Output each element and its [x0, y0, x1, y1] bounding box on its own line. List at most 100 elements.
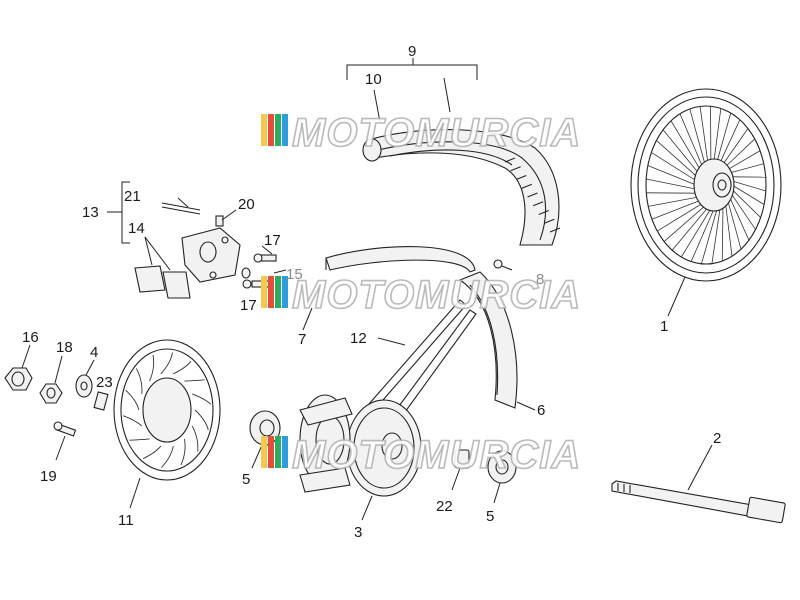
callout-16: 16: [22, 329, 39, 346]
spoke: [731, 180, 766, 192]
spoke: [663, 205, 706, 242]
spoke: [730, 192, 756, 230]
spoke: [725, 138, 756, 167]
wm-stripe: [275, 114, 281, 146]
disc-slot: [125, 389, 140, 411]
axle-nut-16: [4, 367, 33, 391]
cover-rib: [549, 227, 561, 233]
callout-18: 18: [56, 339, 73, 356]
callout-17-top: 17: [264, 232, 281, 249]
watermark-bottom: MOTOMURCIA: [261, 432, 581, 478]
callout-1: 1: [660, 318, 668, 335]
callout-17-bottom: 17: [240, 297, 257, 314]
spoke: [725, 203, 733, 257]
disc-slot: [129, 438, 150, 441]
disc-slot: [191, 425, 199, 452]
callout-9: 9: [408, 43, 416, 60]
spoke: [679, 113, 703, 167]
callout-11: 11: [118, 512, 134, 529]
disc-slot: [123, 415, 143, 427]
watermark-middle: MOTOMURCIA: [261, 272, 581, 318]
svg-text:MOTOMURCIA: MOTOMURCIA: [292, 273, 581, 317]
disc-slot: [135, 368, 143, 394]
spoke: [729, 196, 750, 241]
washer-15: [241, 267, 251, 279]
callout-4: 4: [90, 344, 98, 361]
wm-stripe: [282, 114, 288, 146]
pad-pin-21: [161, 202, 201, 215]
callout-2: 2: [713, 430, 721, 447]
cover-rib: [538, 210, 549, 215]
brake-pads: [134, 265, 191, 299]
disc-slot: [194, 409, 209, 431]
spoke: [689, 108, 706, 165]
svg-text:MOTOMURCIA: MOTOMURCIA: [292, 111, 581, 155]
disc-slot: [184, 379, 205, 382]
callout-19: 19: [40, 468, 57, 485]
bearing-right: [487, 450, 517, 484]
spoke: [711, 207, 721, 264]
spoke: [690, 208, 715, 262]
wheel-hub: [299, 394, 353, 493]
disc-slot: [161, 445, 174, 468]
disc-slot: [149, 354, 155, 382]
callout-8: 8: [536, 271, 544, 288]
callout-3: 3: [354, 524, 362, 541]
spoke: [651, 152, 697, 182]
spoke: [719, 119, 741, 163]
spoke: [721, 205, 724, 262]
callout-12: 12: [350, 330, 367, 347]
disc-slot: [142, 445, 162, 460]
spoke: [701, 208, 718, 264]
disc-slot: [160, 352, 173, 375]
spoke: [657, 203, 703, 232]
disc-slot: [192, 393, 212, 405]
bleeder-20: [215, 215, 224, 227]
spoke: [731, 184, 765, 205]
bolt-17-top: [253, 253, 277, 263]
fork-cover: [362, 129, 561, 246]
spoke: [662, 129, 699, 174]
callout-6: 6: [537, 402, 545, 419]
spoke: [646, 178, 697, 190]
spoke: [727, 150, 761, 170]
callout-5-left: 5: [242, 471, 250, 488]
callout-7: 7: [298, 331, 306, 348]
watermark-top: MOTOMURCIA: [261, 110, 581, 156]
front-mudguard: [325, 246, 476, 273]
wm-stripe: [268, 114, 274, 146]
spoke: [647, 165, 697, 186]
callout-10: 10: [365, 71, 382, 88]
washer-4: [75, 374, 93, 398]
callout-23: 23: [96, 374, 113, 391]
spoke: [722, 128, 749, 165]
spoke: [671, 207, 709, 251]
spoked-wheel: [630, 88, 782, 282]
spoke: [648, 196, 699, 207]
cover-rib: [516, 175, 527, 180]
cover-rib: [527, 192, 538, 198]
cover-rib: [504, 157, 516, 163]
callout-14: 14: [128, 220, 145, 237]
disc-slot: [173, 361, 192, 375]
spoke: [670, 120, 701, 170]
spoke: [651, 200, 701, 220]
callout-22: 22: [436, 498, 453, 515]
callout-13: 13: [82, 204, 99, 221]
spoke: [716, 112, 732, 162]
bolt-19: [53, 421, 77, 437]
spoke: [731, 188, 761, 218]
disc-slot: [180, 438, 186, 466]
bolt-8: [493, 259, 513, 271]
nut-18: [39, 383, 63, 404]
cover-rib: [510, 166, 521, 172]
cover-rib: [521, 183, 533, 189]
callout-5-right: 5: [486, 508, 494, 525]
brake-disc: [113, 339, 221, 481]
wheel-axle: [611, 480, 786, 524]
spacer-23: [93, 391, 109, 411]
spoke: [656, 140, 698, 178]
callout-21: 21: [124, 188, 141, 205]
cover-rib: [544, 218, 555, 224]
svg-text:MOTOMURCIA: MOTOMURCIA: [292, 433, 581, 477]
